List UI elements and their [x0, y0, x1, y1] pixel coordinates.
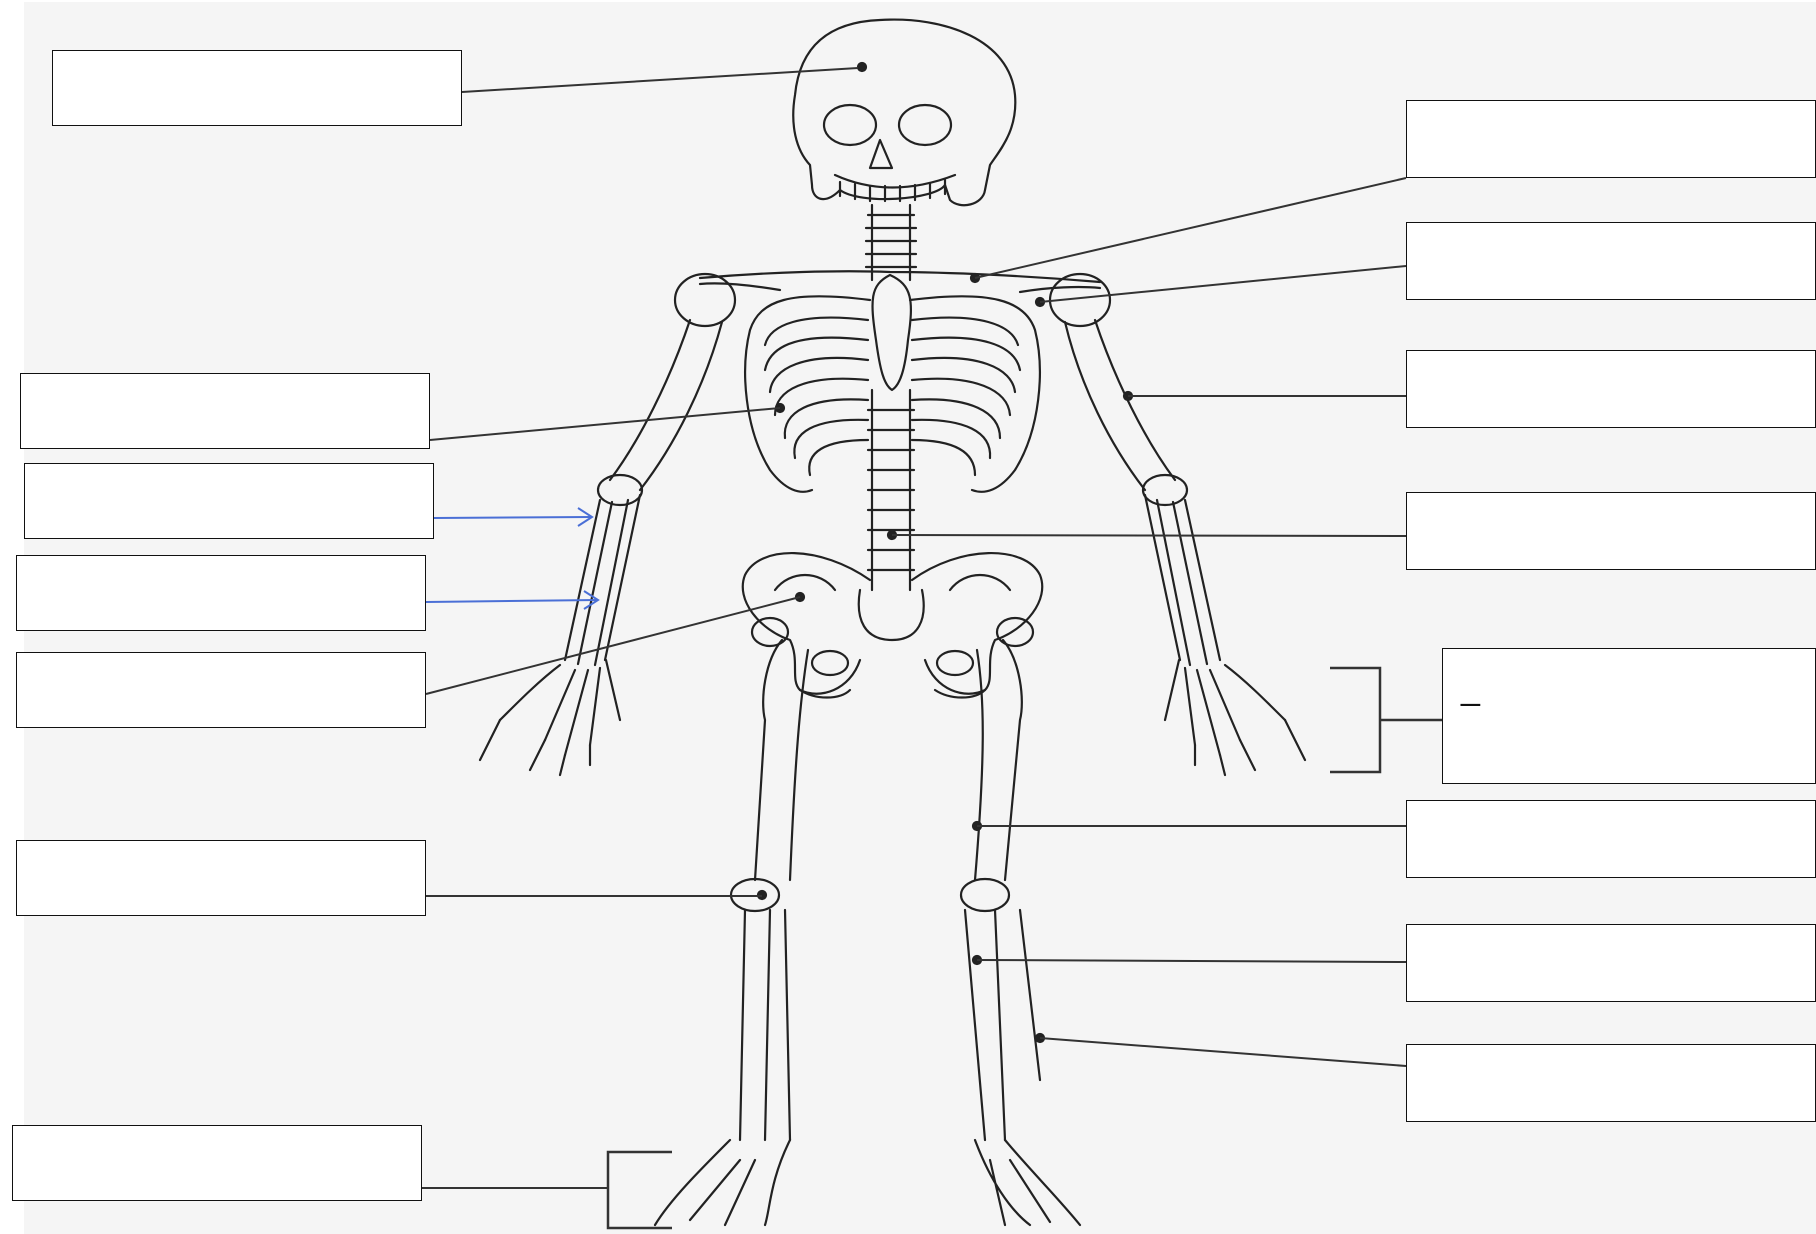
right-label-box-tibia[interactable]: [1406, 924, 1816, 1002]
left-label-box-ulna[interactable]: [16, 555, 426, 631]
left-label-box-pelvis[interactable]: [16, 652, 426, 728]
hand-label-mark: _: [1461, 669, 1480, 708]
hand-label-box[interactable]: _: [1442, 648, 1816, 784]
right-label-box-fibula[interactable]: [1406, 1044, 1816, 1122]
right-label-box-scapula[interactable]: [1406, 222, 1816, 300]
left-label-box-ribs[interactable]: [20, 373, 430, 449]
right-label-box-spine[interactable]: [1406, 492, 1816, 570]
left-label-box-skull[interactable]: [52, 50, 462, 126]
leader-line-radius: [434, 517, 592, 518]
right-label-box-femur[interactable]: [1406, 800, 1816, 878]
leader-line-spine: [892, 535, 1406, 536]
left-label-box-foot[interactable]: [12, 1125, 422, 1201]
left-label-box-radius[interactable]: [24, 463, 434, 539]
right-label-box-humerus[interactable]: [1406, 350, 1816, 428]
right-label-box-clavicle[interactable]: [1406, 100, 1816, 178]
left-label-box-patella[interactable]: [16, 840, 426, 916]
